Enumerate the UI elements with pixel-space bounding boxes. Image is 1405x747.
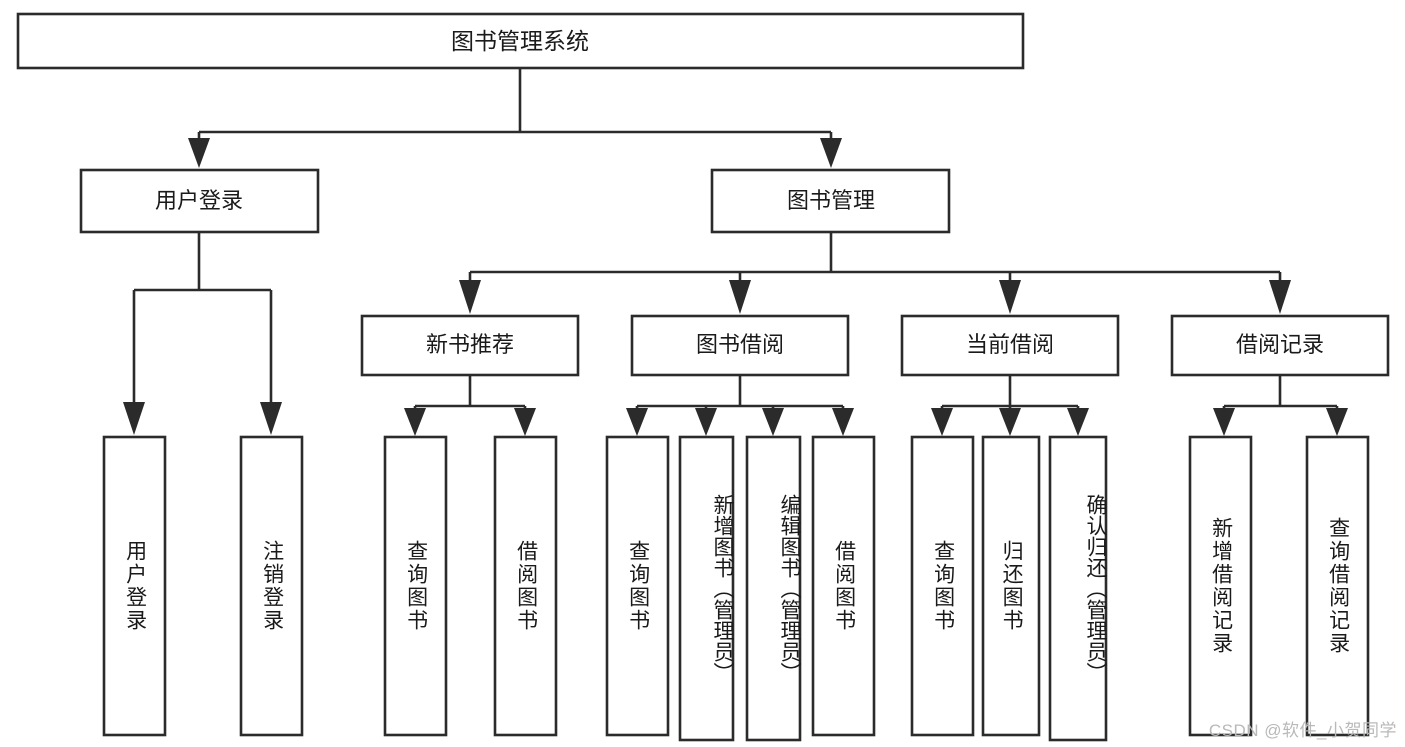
node-box-leaf-bb-add-book[interactable] [678,435,735,742]
node-box-book-management[interactable] [710,168,951,234]
node-box-new-book-recommend[interactable] [360,314,580,377]
arrow-head-br-leaf-2 [1326,408,1348,436]
node-box-leaf-nb-query-book[interactable] [383,435,448,737]
arrow-head-bb-leaf-1 [626,408,648,436]
node-box-root[interactable] [16,12,1025,70]
node-box-user-login[interactable] [79,168,320,234]
arrow-head-cb-leaf-2 [999,408,1021,436]
node-label-user-login: 用户登录 [155,188,243,213]
node-label-book-borrow: 图书借阅 [696,332,784,357]
arrow-head-book-mgmt [820,138,842,168]
arrow-head-borrow-records [1269,280,1291,314]
node-box-book-borrow[interactable] [630,314,850,377]
node-box-leaf-br-add-record[interactable] [1188,435,1253,737]
arrow-head-nb-leaf-1 [404,408,426,436]
arrow-head-leaf-user-login [123,402,145,435]
arrow-head-bb-leaf-3 [762,408,784,436]
node-box-current-borrow[interactable] [900,314,1120,377]
arrow-head-br-leaf-1 [1213,408,1235,436]
node-label-current-borrow: 当前借阅 [966,332,1054,357]
arrow-head-nb-leaf-2 [514,408,536,436]
node-box-leaf-bb-borrow-book[interactable] [811,435,876,737]
node-box-borrow-records[interactable] [1170,314,1390,377]
node-label-book-management: 图书管理 [787,188,875,213]
arrow-head-book-borrow [729,280,751,314]
arrow-head-bb-leaf-2 [695,408,717,436]
node-label-new-book-recommend: 新书推荐 [426,332,514,357]
arrow-head-leaf-logout [260,402,282,435]
node-box-leaf-nb-borrow-book[interactable] [493,435,558,737]
node-label-borrow-records: 借阅记录 [1236,332,1324,357]
node-box-leaf-cb-confirm-return[interactable] [1048,435,1108,742]
connector-layer [123,68,1348,436]
arrow-head-new-book [459,280,481,314]
node-box-leaf-br-query-record[interactable] [1305,435,1370,737]
node-label-root: 图书管理系统 [451,28,589,54]
node-box-leaf-bb-query-book[interactable] [605,435,670,737]
arrow-head-cb-leaf-1 [931,408,953,436]
node-box-leaf-logout[interactable] [239,435,304,737]
csdn-watermark: CSDN @软件_小贺同学 [1208,721,1397,740]
arrow-head-user-login [188,138,210,168]
arrow-head-current-borrow [999,280,1021,314]
arrow-head-cb-leaf-3 [1067,408,1089,436]
node-box-leaf-bb-edit-book[interactable] [745,435,802,742]
node-box-leaf-cb-query-book[interactable] [910,435,975,737]
node-box-leaf-cb-return-book[interactable] [981,435,1041,737]
node-layer: 图书管理系统 用户登录 图书管理 新书推荐 图书借阅 当前借阅 借阅记录 [16,12,1390,742]
arrow-head-bb-leaf-4 [832,408,854,436]
node-box-leaf-user-login[interactable] [102,435,167,737]
